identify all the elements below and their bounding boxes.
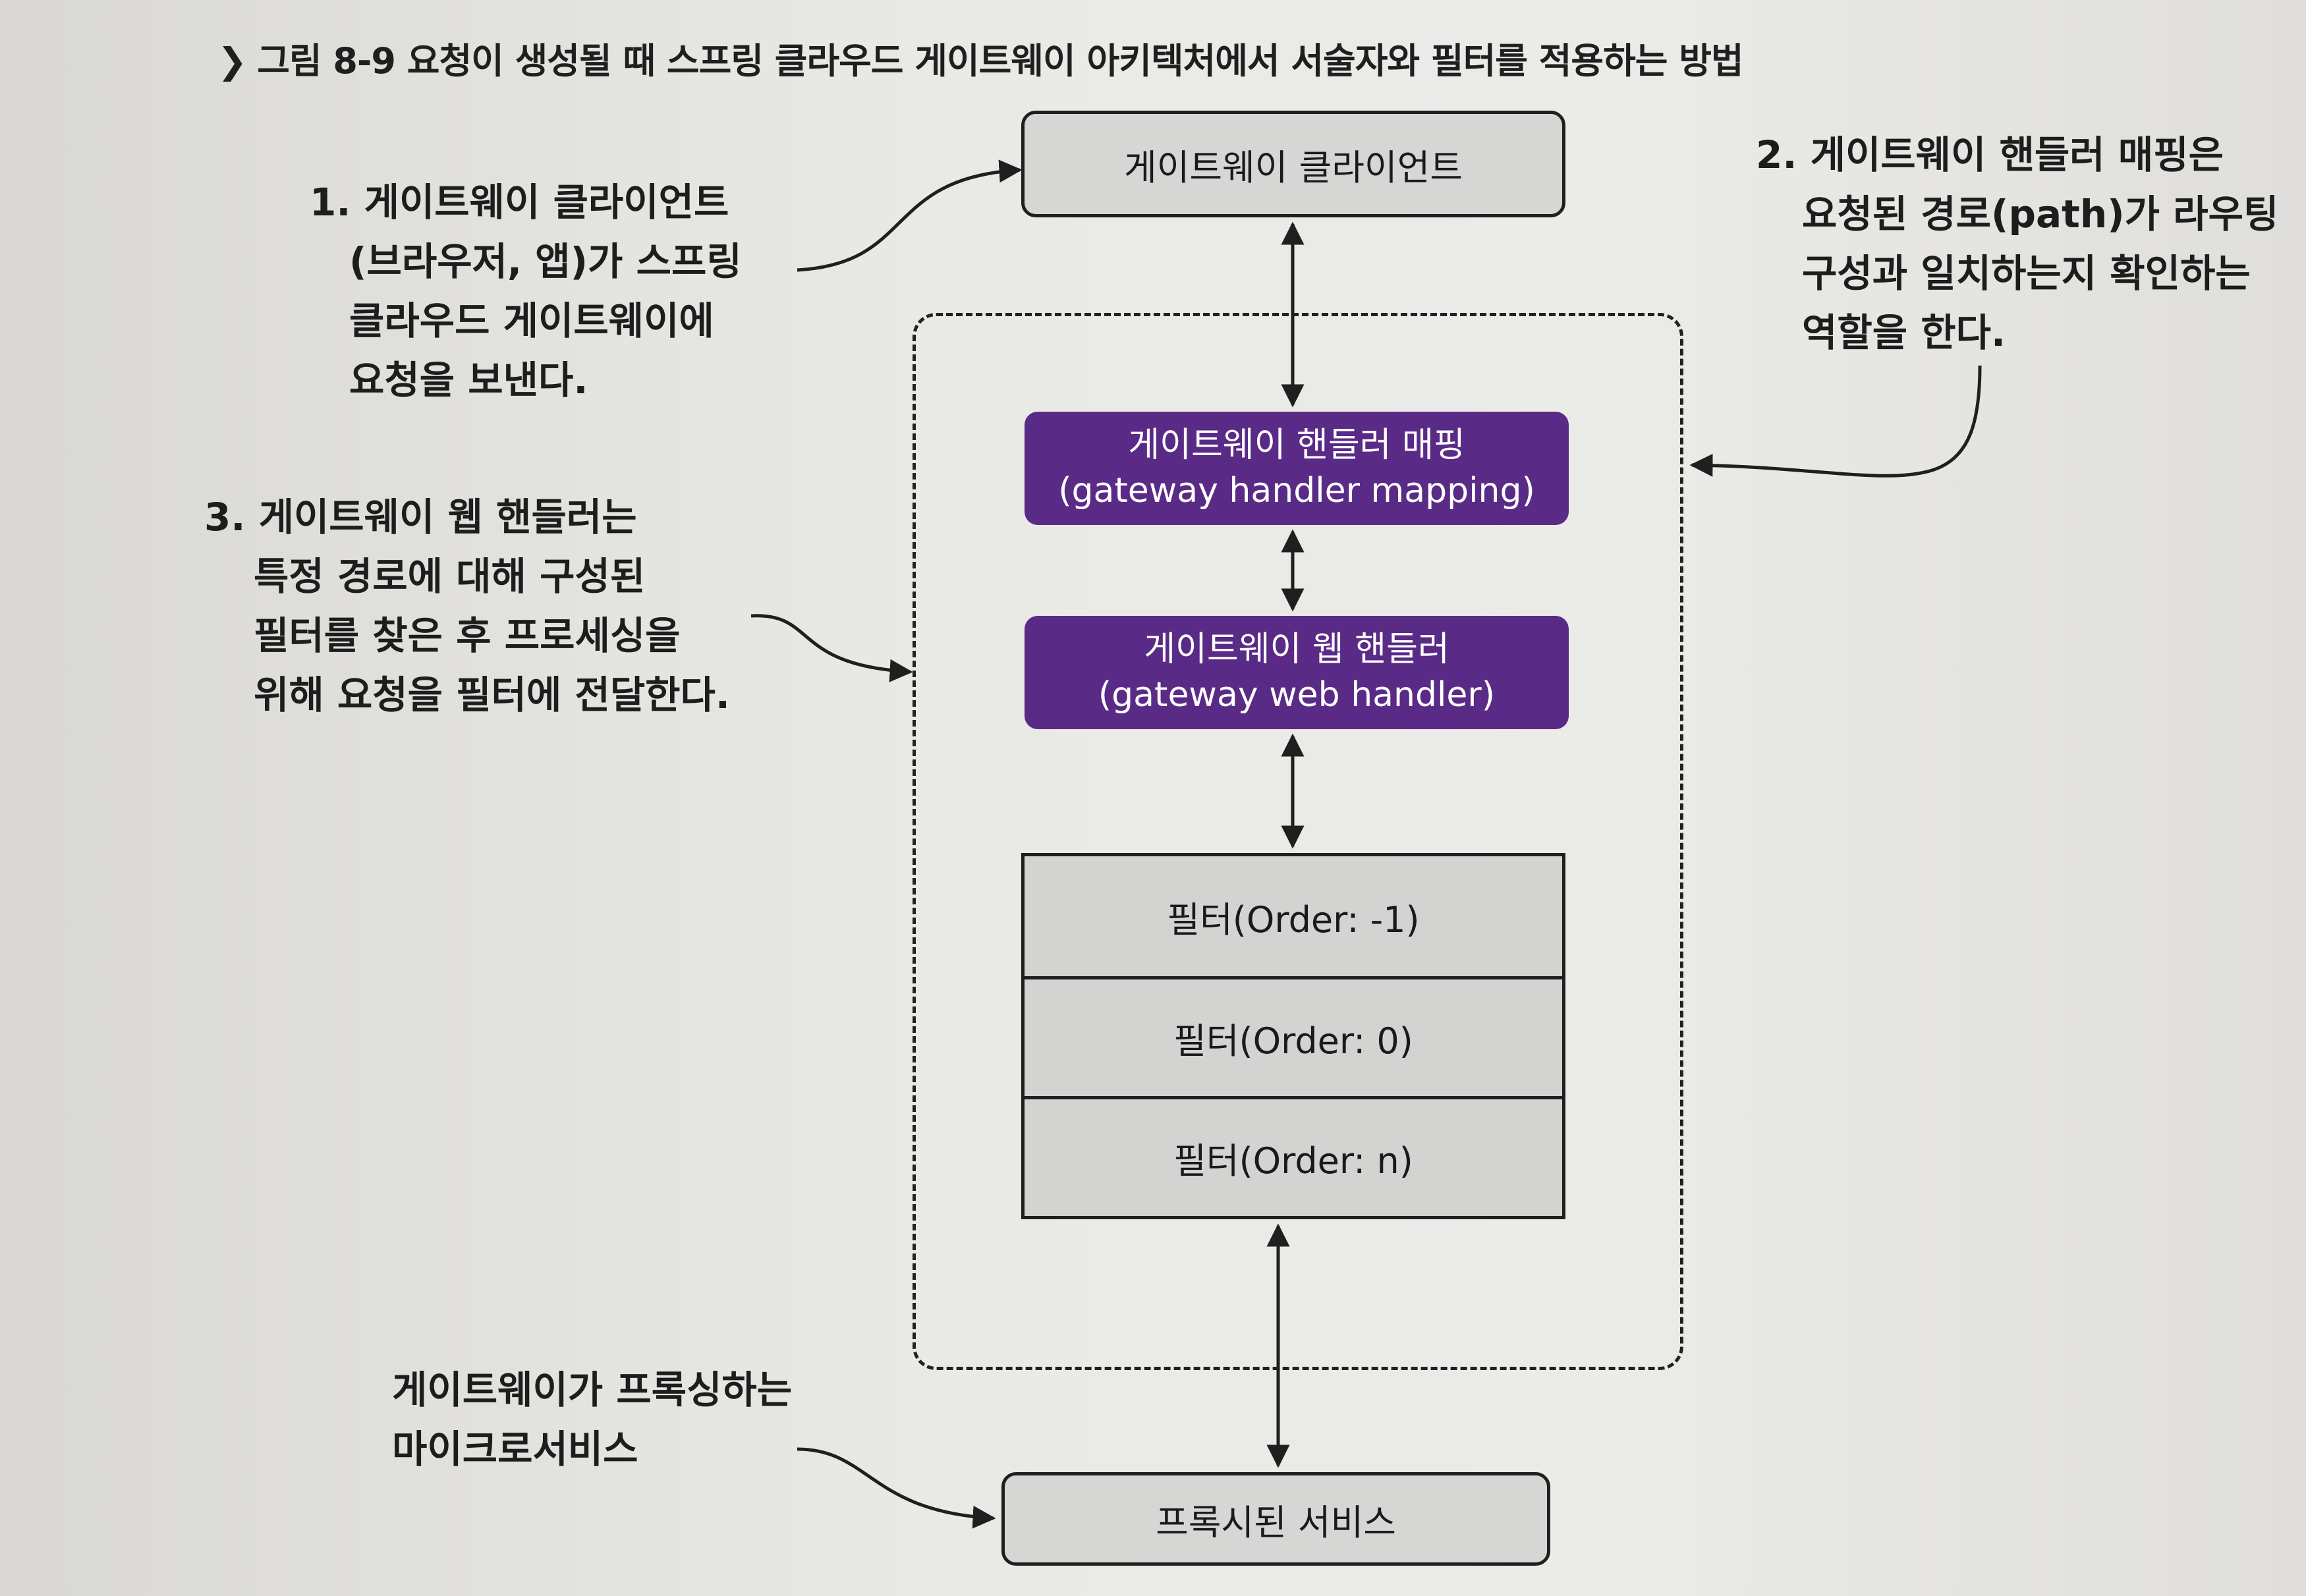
note-3-line: 3. 게이트웨이 웹 핸들러는	[204, 495, 637, 539]
note-2-line: 2. 게이트웨이 핸들러 매핑은	[1756, 132, 2224, 177]
figure-title-text: 그림 8-9 요청이 생성될 때 스프링 클라우드 게이트웨이 아키텍처에서 서…	[257, 40, 1743, 82]
gateway-web-handler-box: 게이트웨이 웹 핸들러 (gateway web handler)	[1025, 616, 1569, 729]
note-1-line: 1. 게이트웨이 클라이언트	[310, 180, 729, 225]
note-3-line: 특정 경로에 대해 구성된	[254, 554, 646, 599]
gateway-handler-mapping-box: 게이트웨이 핸들러 매핑 (gateway handler mapping)	[1025, 412, 1569, 525]
note-3: 3. 게이트웨이 웹 핸들러는 특정 경로에 대해 구성된 필터를 찾은 후 프…	[204, 487, 730, 725]
note-4-callout-arrow	[797, 1447, 996, 1529]
note-2-line: 역할을 한다.	[1802, 310, 2006, 355]
note-4-line: 게이트웨이가 프록싱하는	[392, 1367, 793, 1412]
note-2-line: 요청된 경로(path)가 라우팅	[1802, 192, 2279, 236]
gateway-client-label: 게이트웨이 클라이언트	[1124, 146, 1463, 188]
gateway-client-box: 게이트웨이 클라이언트	[1021, 111, 1565, 217]
note-3-line: 필터를 찾은 후 프로세싱을	[254, 613, 681, 658]
filter-order-minus-1: 필터(Order: -1)	[1025, 856, 1562, 976]
filter-label: 필터(Order: 0)	[1173, 1020, 1413, 1062]
handler-mapping-label: 게이트웨이 핸들러 매핑	[1128, 426, 1465, 466]
filter-order-0: 필터(Order: 0)	[1025, 976, 1562, 1096]
note-2-callout-arrow	[1689, 365, 1982, 478]
note-3-callout-arrow	[750, 614, 913, 682]
proxied-service-label: 프록시된 서비스	[1156, 1501, 1396, 1543]
note-4-line: 마이크로서비스	[392, 1427, 638, 1472]
figure-title: ❯그림 8-9 요청이 생성될 때 스프링 클라우드 게이트웨이 아키텍처에서 …	[217, 32, 1744, 84]
note-1-line: 요청을 보낸다.	[349, 358, 588, 402]
proxied-service-box: 프록시된 서비스	[1001, 1472, 1550, 1566]
note-1-callout-arrow	[797, 159, 1023, 272]
note-1-line: 클라우드 게이트웨이에	[349, 298, 714, 343]
handler-mapping-sublabel: (gateway handler mapping)	[1058, 471, 1535, 510]
note-3-line: 위해 요청을 필터에 전달한다.	[254, 673, 730, 717]
filter-chain: 필터(Order: -1) 필터(Order: 0) 필터(Order: n)	[1021, 853, 1565, 1219]
filter-order-n: 필터(Order: n)	[1025, 1096, 1562, 1216]
note-2: 2. 게이트웨이 핸들러 매핑은 요청된 경로(path)가 라우팅 구성과 일…	[1756, 125, 2278, 362]
note-2-line: 구성과 일치하는지 확인하는	[1802, 251, 2251, 296]
note-1: 1. 게이트웨이 클라이언트 (브라우저, 앱)가 스프링 클라우드 게이트웨이…	[310, 173, 742, 410]
note-4: 게이트웨이가 프록싱하는 마이크로서비스	[392, 1360, 792, 1479]
note-1-line: (브라우저, 앱)가 스프링	[349, 239, 742, 284]
chevron-down-icon: ❯	[217, 40, 247, 82]
web-handler-label: 게이트웨이 웹 핸들러	[1144, 630, 1449, 670]
web-handler-sublabel: (gateway web handler)	[1098, 675, 1496, 715]
filter-label: 필터(Order: n)	[1173, 1140, 1413, 1182]
filter-label: 필터(Order: -1)	[1167, 898, 1420, 941]
